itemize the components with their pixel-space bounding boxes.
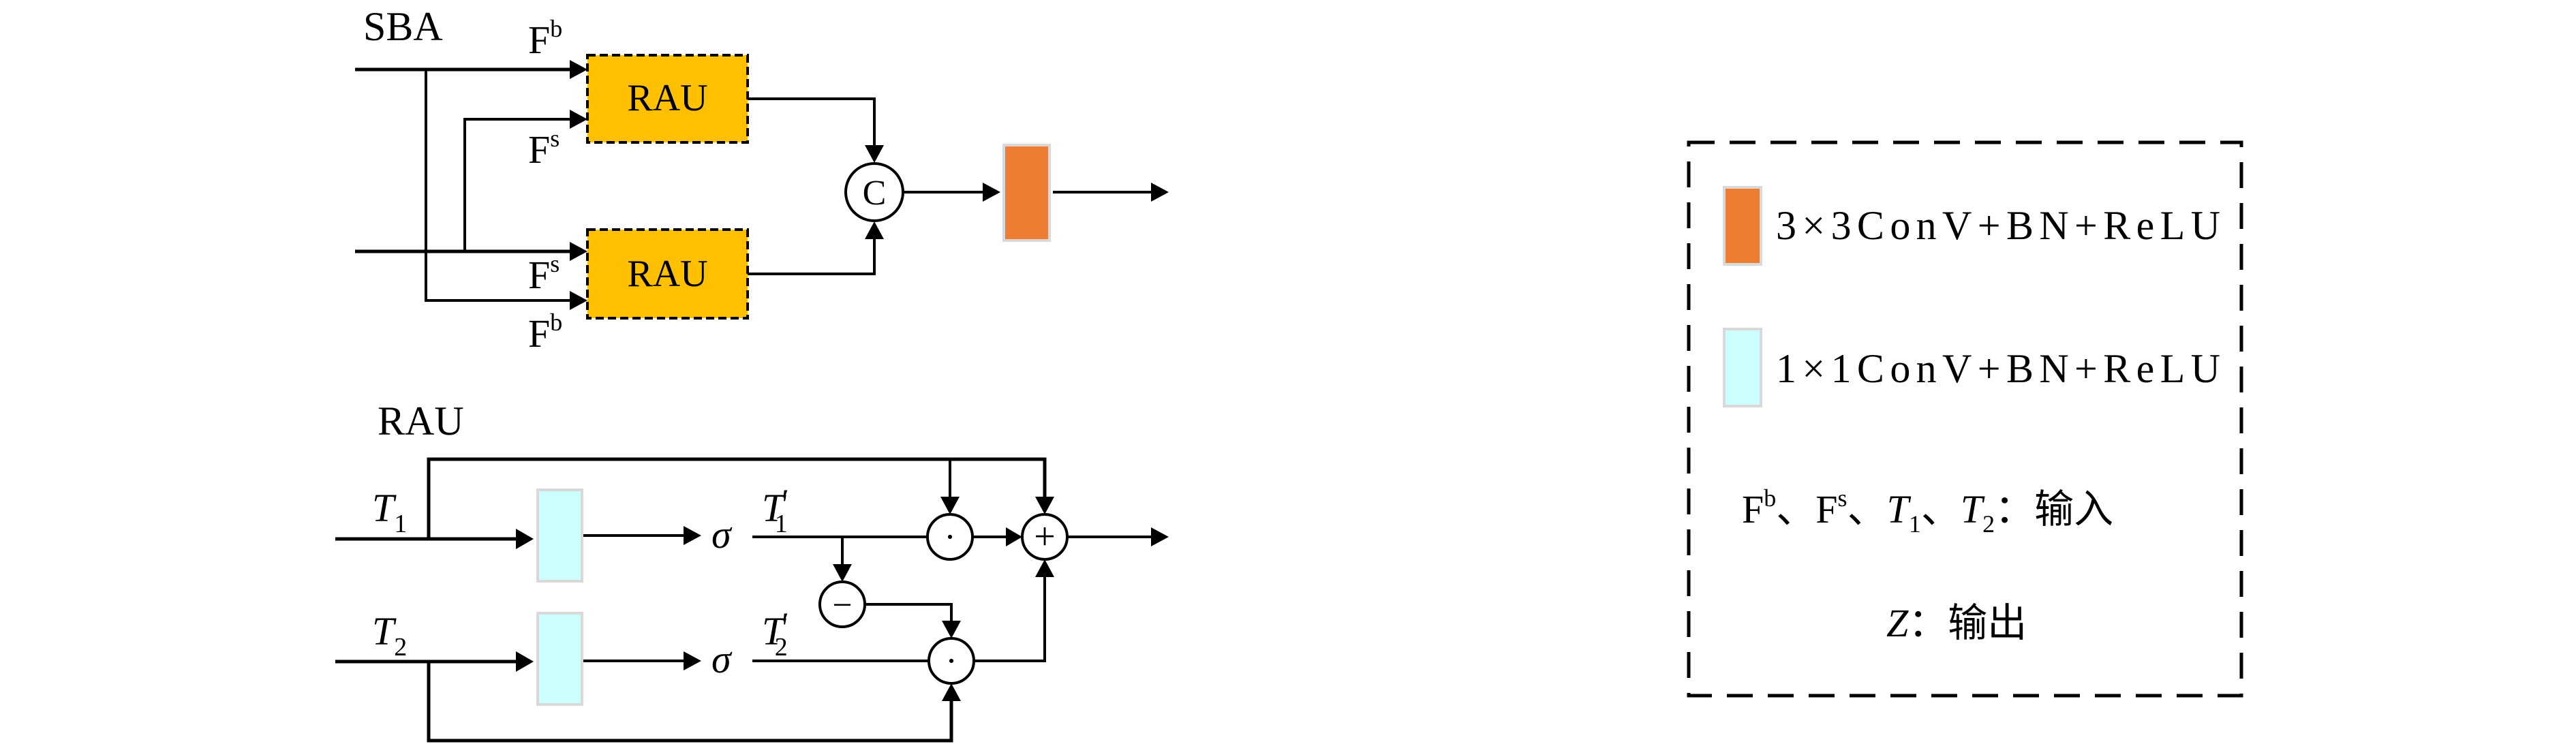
legend-conv1-label: 1×1ConV+BN+ReLU: [1776, 346, 2220, 391]
t2-prime-label: T′2: [762, 606, 788, 662]
minus-node: −: [818, 580, 866, 628]
fs-top-label: Fs: [528, 125, 559, 172]
arrow-head-icon: [684, 651, 701, 670]
arrow-head-icon: [942, 683, 961, 701]
legend-border: [1687, 140, 2243, 698]
rau-block-bottom: RAU: [586, 228, 749, 320]
plus-node: +: [1021, 513, 1069, 561]
rau-connections: [335, 457, 1169, 743]
legend-conv3-label: 3×3ConV+BN+ReLU: [1776, 203, 2220, 248]
minus-symbol: −: [832, 586, 852, 625]
fb-bottom-label: Fb: [528, 309, 562, 356]
arrow-head-icon: [570, 60, 587, 79]
fb-top-label: Fb: [528, 15, 562, 62]
legend: 3×3ConV+BN+ReLU 1×1ConV+BN+ReLU Fb、Fs、T1…: [1687, 140, 2243, 698]
arrow-head-icon: [684, 526, 701, 545]
t1-prime-label: T′1: [762, 483, 788, 538]
arrow-head-icon: [833, 564, 852, 582]
t2-skip-line: [427, 662, 953, 743]
sba-connections: [355, 60, 1169, 310]
arrow-head-icon: [1035, 497, 1054, 514]
rau-block-top: RAU: [586, 54, 749, 144]
fs-top-line: [463, 118, 570, 251]
sba-title: SBA: [363, 4, 443, 49]
arrow-head-icon: [942, 621, 961, 638]
rau-title: RAU: [378, 399, 464, 444]
minus-to-mult2-line: [865, 603, 953, 621]
legend-conv3-swatch: [1723, 186, 1762, 266]
arrow-head-icon: [865, 145, 884, 163]
plus-symbol: +: [1034, 516, 1056, 558]
legend-inputs-line: Fb、Fs、T1、T2：输入: [1742, 484, 2113, 538]
dot-symbol: ·: [945, 642, 957, 681]
rau-bottom-output-line: [748, 239, 876, 275]
concat-node: C: [844, 162, 904, 222]
fb-bottom-line: [425, 69, 570, 302]
arrow-head-icon: [1006, 527, 1022, 546]
sigmoid-bottom-label: σ: [711, 637, 733, 681]
conv3x3-block: [1002, 144, 1051, 242]
conv1x1-block-top: [536, 489, 583, 583]
mult2-to-add-line: [974, 577, 1046, 662]
fs-bottom-label: Fs: [528, 250, 559, 297]
rau-top-output-line: [748, 97, 876, 145]
arrow-head-icon: [865, 221, 884, 239]
arrow-head-icon: [570, 291, 587, 310]
t2-label: T2: [372, 609, 407, 662]
t1-skip-line: [427, 457, 1047, 539]
arrow-head-icon: [570, 242, 587, 261]
conv1x1-block-bottom: [536, 612, 583, 706]
arrow-head-icon: [516, 529, 534, 549]
legend-conv1-swatch: [1723, 328, 1762, 407]
sba-module: SBA Fb Fs Fs Fb RAU: [355, 4, 1169, 356]
rau-block-bottom-label: RAU: [627, 253, 707, 295]
legend-output-line: Z：输出: [1886, 601, 2027, 645]
arrow-head-icon: [570, 110, 587, 129]
arrow-head-icon: [1035, 559, 1054, 577]
rau-module: RAU: [335, 399, 1169, 743]
concat-symbol: C: [863, 174, 887, 213]
multiply-node-top: ·: [926, 513, 974, 561]
arrow-head-icon: [983, 183, 1000, 202]
arrow-head-icon: [940, 497, 960, 514]
sigmoid-top-label: σ: [711, 512, 733, 557]
t1-label: T1: [372, 486, 407, 538]
arrow-head-icon: [516, 651, 534, 672]
rau-block-top-label: RAU: [627, 77, 707, 119]
multiply-node-bottom: ·: [927, 637, 975, 685]
arrow-head-icon: [1151, 527, 1169, 546]
arrow-head-icon: [1151, 183, 1169, 202]
dot-symbol: ·: [944, 518, 955, 557]
